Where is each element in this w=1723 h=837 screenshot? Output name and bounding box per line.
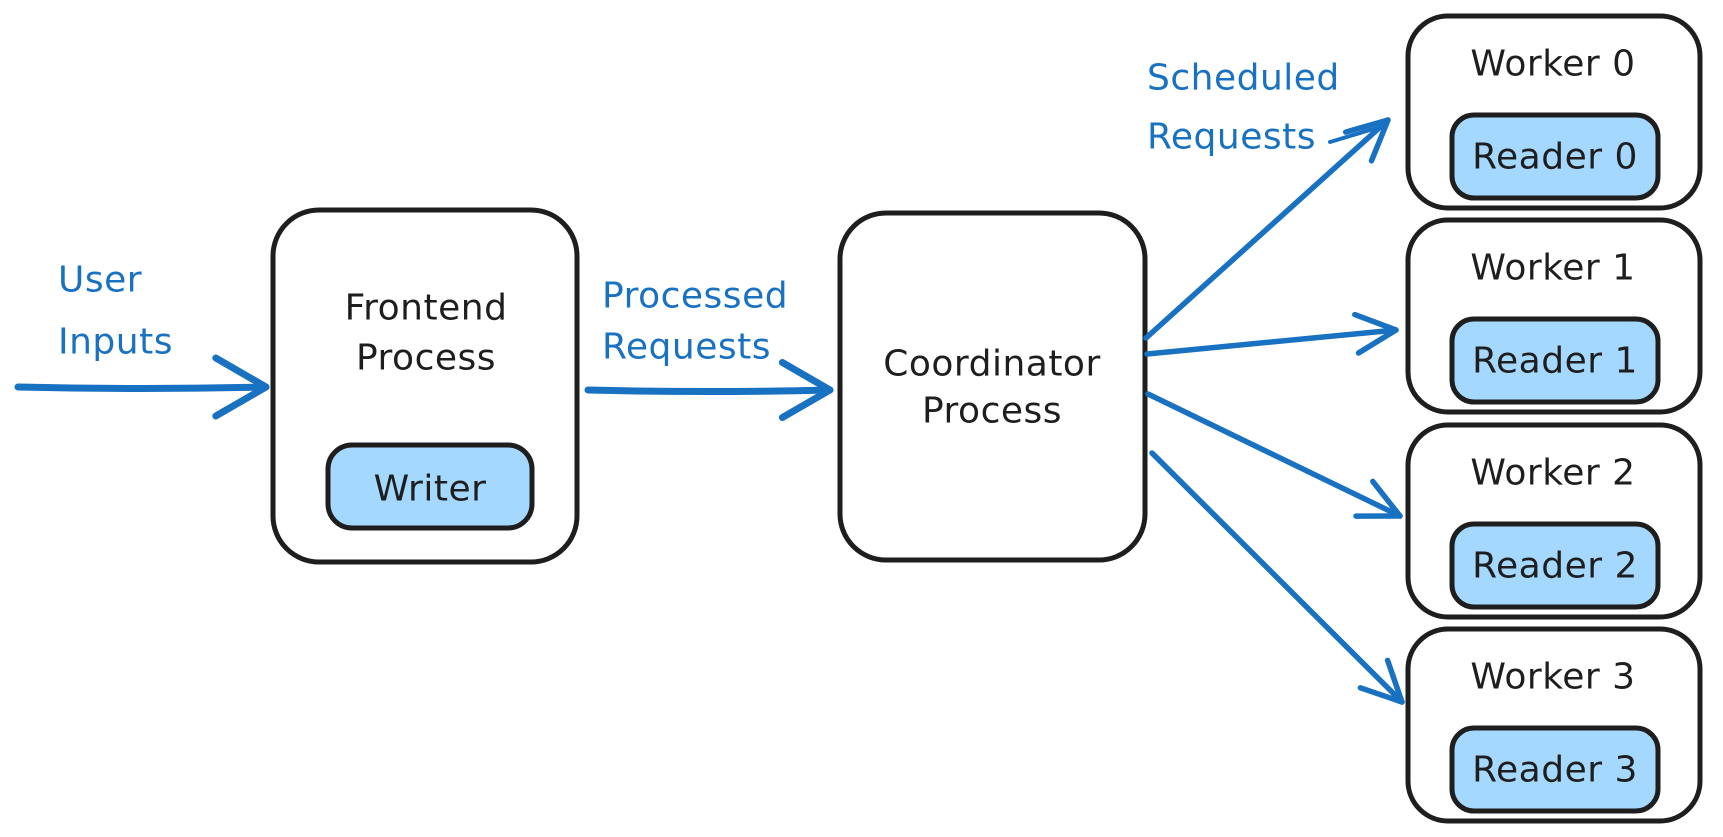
scheduled-arrow-worker-0-shaft (1143, 117, 1391, 341)
reader-3-label: Reader 3 (1472, 750, 1638, 791)
scheduled-arrow-worker-2-head (1353, 478, 1403, 519)
scheduled-arrow-worker-3 (1149, 450, 1405, 705)
scheduled-arrow-worker-3-shaft (1149, 450, 1405, 705)
reader-2-box (1449, 521, 1661, 610)
worker-1-node: Worker 1 Reader 1 (1405, 217, 1703, 415)
user-inputs-arrow-head (212, 354, 270, 420)
worker-1-label: Worker 1 (1470, 248, 1635, 289)
worker-0-label: Worker 0 (1470, 44, 1635, 85)
coordinator-process-label-line1: Coordinator (883, 344, 1101, 385)
arrow-layer (14, 117, 1405, 705)
worker-2-node: Worker 2 Reader 2 (1405, 422, 1703, 620)
scheduled-arrow-worker-2 (1145, 391, 1403, 519)
writer-box (325, 442, 535, 531)
worker-3-label: Worker 3 (1470, 657, 1635, 698)
processed-requests-arrow (584, 359, 834, 421)
reader-3-box (1449, 725, 1661, 814)
reader-1-box (1449, 316, 1661, 405)
coordinator-process-label-line2: Process (922, 391, 1062, 432)
worker-3-node: Worker 3 Reader 3 (1405, 626, 1703, 824)
user-inputs-label: User Inputs (58, 260, 173, 363)
frontend-process-label-line1: Frontend (345, 288, 508, 329)
reader-2-label: Reader 2 (1472, 546, 1638, 587)
writer-label: Writer (374, 469, 487, 510)
user-inputs-arrow-shaft (14, 383, 270, 392)
processed-requests-label-line1: Processed (602, 276, 788, 317)
scheduled-arrow-worker-0-head (1342, 117, 1391, 164)
scheduled-requests-label-line2: Requests (1147, 117, 1316, 158)
processed-requests-label: Processed Requests (602, 276, 788, 368)
worker-0-node: Worker 0 Reader 0 (1405, 13, 1703, 211)
scheduled-arrow-worker-1 (1144, 311, 1399, 357)
frontend-process-label-line2: Process (356, 338, 496, 379)
worker-2-label: Worker 2 (1470, 453, 1635, 494)
reader-1-label: Reader 1 (1472, 341, 1638, 382)
scheduled-label-pointer (1328, 125, 1382, 144)
user-inputs-arrow (14, 354, 270, 420)
reader-0-box (1449, 112, 1661, 201)
processed-requests-arrow-head (778, 359, 834, 421)
user-inputs-label-line2: Inputs (58, 322, 173, 363)
coordinator-process-box (837, 210, 1148, 563)
processed-requests-label-line2: Requests (602, 327, 771, 368)
frontend-process-node: Frontend Process Writer (270, 207, 580, 565)
processed-requests-arrow-shaft (584, 386, 834, 395)
scheduled-arrow-worker-1-shaft (1144, 327, 1399, 357)
scheduled-arrow-worker-2-shaft (1145, 391, 1403, 519)
user-inputs-label-line1: User (58, 260, 142, 301)
scheduled-arrow-worker-3-head (1357, 657, 1405, 705)
scheduled-requests-label-line1: Scheduled (1147, 58, 1340, 99)
scheduled-requests-label: Scheduled Requests (1147, 58, 1340, 158)
scheduled-arrow-worker-0 (1143, 117, 1391, 341)
scheduled-arrow-worker-1-head (1352, 311, 1399, 356)
coordinator-process-node: Coordinator Process (837, 210, 1148, 563)
scheduled-label-pointer-shaft (1328, 125, 1382, 144)
reader-0-label: Reader 0 (1472, 137, 1638, 178)
